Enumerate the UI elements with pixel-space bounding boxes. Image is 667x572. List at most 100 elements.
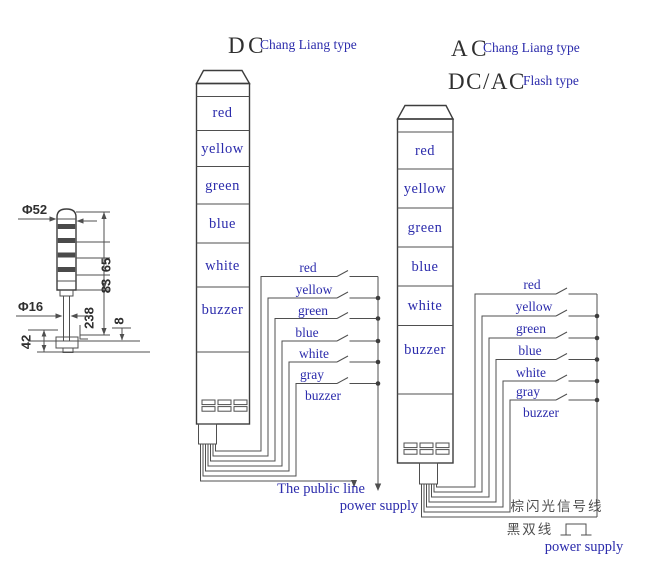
- tower-body: [195, 82, 251, 425]
- right-tower-type: Chang Liang type: [483, 40, 580, 55]
- cable-connector: [198, 423, 217, 445]
- dim-238: 238: [82, 307, 97, 329]
- junction-dot: [375, 295, 381, 301]
- junction-dot: [594, 335, 600, 341]
- junction-dot: [375, 338, 381, 344]
- segment-label-red: red: [212, 105, 232, 121]
- wire-red-with-switch: [436, 287, 597, 488]
- wire-label-white: white: [516, 365, 546, 380]
- vent-slot: [217, 399, 232, 406]
- wire-white-with-switch: [426, 374, 597, 508]
- segment-label-white: white: [408, 298, 443, 314]
- wire-label-blue: blue: [518, 343, 541, 358]
- junction-dot: [594, 313, 600, 319]
- mini-tower-band: [57, 224, 76, 229]
- wire-label-buzzer: buzzer: [305, 388, 341, 403]
- vent-slot: [419, 442, 434, 449]
- vent-slots: [403, 442, 450, 455]
- segment-label-red: red: [415, 143, 435, 159]
- segment-label-buzzer: buzzer: [404, 342, 446, 358]
- tower-cap: [396, 104, 455, 120]
- left-tower-model: DC: [228, 33, 267, 58]
- wire-label-yellow: yellow: [296, 282, 333, 297]
- dim-8: 8: [112, 317, 127, 324]
- wire-red-with-switch: [215, 270, 378, 452]
- segment-label-blue: blue: [412, 259, 439, 275]
- cable-connector: [419, 462, 438, 485]
- wire-green-with-switch: [210, 312, 378, 462]
- mini-tower-lines: [57, 218, 76, 282]
- segment-label-white: white: [205, 258, 240, 274]
- arrowhead: [101, 283, 107, 290]
- black-double-line-label: 黑双线: [507, 522, 554, 538]
- wire-blue-with-switch: [428, 353, 597, 503]
- supply-bus-arrowhead: [374, 483, 382, 491]
- dimension-drawing: Φ52 65 83 238 Φ16 8 42: [16, 202, 150, 353]
- public-line-label: The public line: [277, 481, 365, 497]
- vent-slot: [217, 406, 232, 412]
- arrowhead: [55, 313, 63, 319]
- junction-dot: [594, 397, 600, 403]
- tower-cap: [195, 69, 251, 85]
- left-wiring: red yellow green blue white gray buzzer …: [200, 260, 419, 514]
- segment-label-green: green: [408, 220, 443, 236]
- wire-yellow-with-switch: [433, 309, 597, 493]
- mini-tower-base: [55, 336, 79, 349]
- wire-public-line: [421, 484, 597, 518]
- left-tower: red yellow green blue white buzzer: [195, 69, 251, 445]
- public-line-arrowhead: [351, 480, 357, 488]
- plug-symbol: [560, 523, 592, 536]
- vent-slot: [403, 442, 418, 449]
- wire-gray-with-switch: [423, 393, 597, 513]
- vent-slot: [233, 406, 248, 412]
- mini-tower-pole: [63, 296, 70, 341]
- dim-reference-lines: [76, 211, 110, 336]
- left-tower-type: Chang Liang type: [260, 37, 357, 52]
- dim-65: 65: [99, 258, 114, 272]
- wire-label-blue: blue: [295, 325, 318, 340]
- junction-dot: [375, 381, 381, 386]
- wire-white-with-switch: [205, 355, 378, 472]
- wire-label-green: green: [298, 303, 328, 318]
- arrowhead: [41, 330, 47, 337]
- mount-surface-lines: [28, 340, 150, 353]
- titles: DC Chang Liang type AC Chang Liang type …: [228, 33, 580, 94]
- right-wiring: red yellow green blue white gray buzzer …: [421, 277, 624, 555]
- vent-slot: [435, 449, 450, 455]
- dim-top-diameter: Φ52: [22, 202, 47, 217]
- arrowhead: [119, 334, 125, 341]
- wire-green-with-switch: [431, 331, 597, 498]
- mini-tower-neck: [59, 289, 74, 297]
- dim-42: 42: [19, 335, 34, 349]
- segment-label-buzzer: buzzer: [202, 302, 244, 318]
- vent-slot: [201, 406, 216, 412]
- arrowhead: [41, 345, 47, 352]
- junction-dot: [594, 357, 600, 362]
- vent-slot: [233, 399, 248, 406]
- wire-label-red: red: [299, 260, 316, 275]
- arrowhead: [70, 313, 78, 319]
- arrowhead: [101, 328, 107, 335]
- segment-label-yellow: yellow: [404, 181, 446, 197]
- power-supply-label: power supply: [340, 498, 419, 514]
- arrowhead: [49, 216, 57, 222]
- right-tower-type-2: Flash type: [523, 73, 579, 88]
- segment-label-green: green: [205, 178, 240, 194]
- wire-label-yellow: yellow: [516, 299, 553, 314]
- right-tower-model: AC: [451, 36, 490, 61]
- arrowhead: [101, 212, 107, 219]
- segment-dividers: [196, 96, 250, 353]
- segment-label-yellow: yellow: [201, 141, 243, 157]
- mini-tower-band: [57, 238, 76, 243]
- wire-label-white: white: [299, 346, 329, 361]
- junction-dot: [594, 378, 600, 384]
- junction-dot: [375, 316, 381, 321]
- wire-gray-with-switch: [202, 377, 378, 477]
- vent-slots: [201, 399, 248, 412]
- wire-blue-with-switch: [207, 334, 378, 467]
- vent-slot: [201, 399, 216, 406]
- mini-tower-band: [57, 252, 76, 258]
- mount-bracket: [79, 325, 88, 340]
- wire-label-gray: gray: [516, 384, 540, 399]
